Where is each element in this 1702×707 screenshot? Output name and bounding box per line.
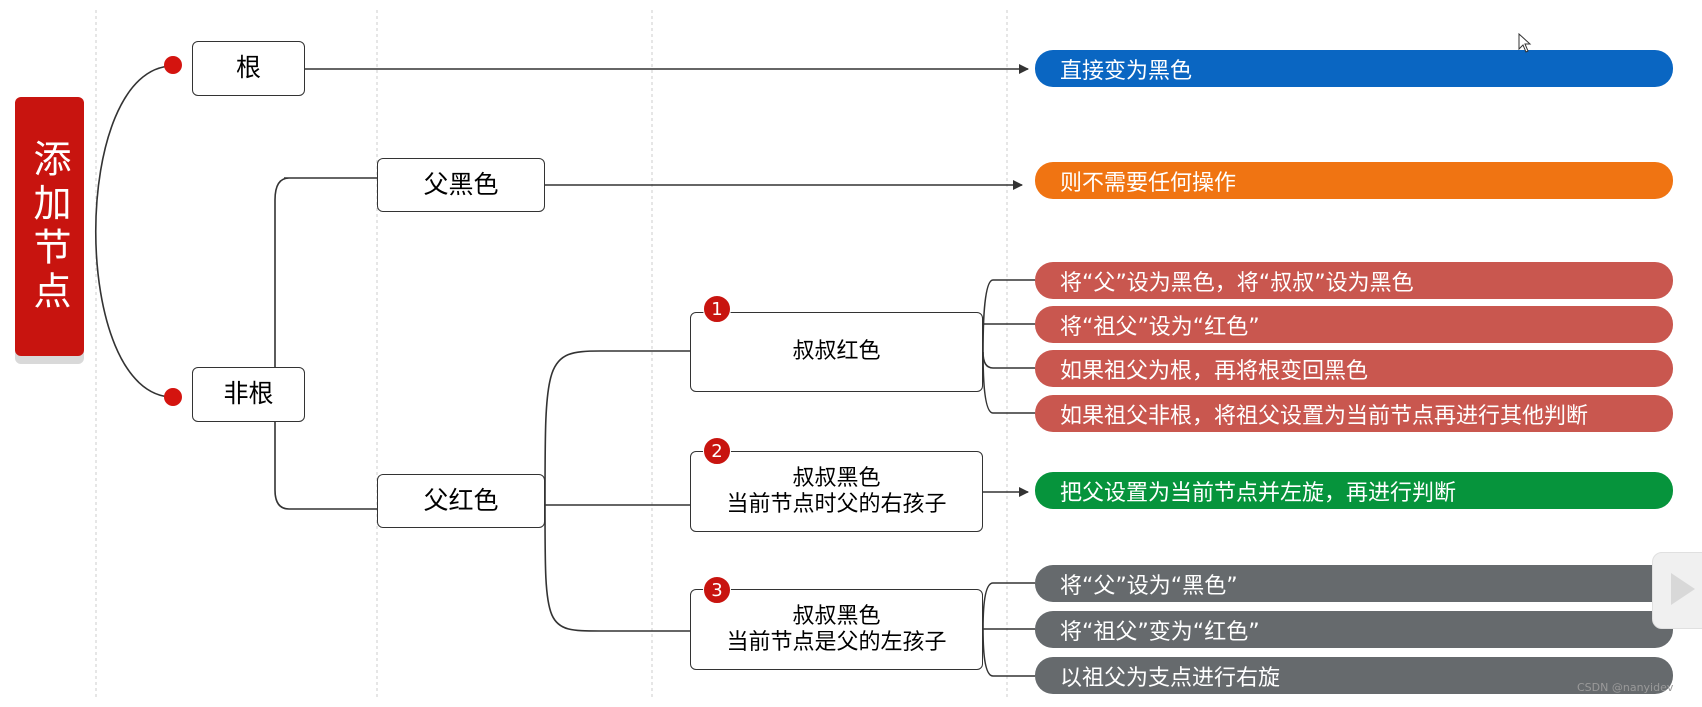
action-case1-3: 如果祖父为根，再将根变回黑色 xyxy=(1035,350,1673,387)
title-box: 添加节点 xyxy=(15,97,84,356)
action-case1-4: 如果祖父非根，将祖父设置为当前节点再进行其他判断 xyxy=(1035,395,1673,432)
node-case2-line1: 叔叔黑色 xyxy=(792,466,881,492)
node-parent-black: 父黑色 xyxy=(377,158,545,212)
action-case3-3: 以祖父为支点进行右旋 xyxy=(1035,657,1673,694)
mouse-cursor-icon xyxy=(1518,33,1532,53)
node-case1: 叔叔红色 xyxy=(690,312,983,392)
node-case2-line2: 当前节点时父的右孩子 xyxy=(726,491,947,517)
badge-case2: 2 xyxy=(703,437,731,465)
play-button[interactable] xyxy=(1652,552,1702,629)
watermark: CSDN @nanyidev xyxy=(1577,681,1674,694)
node-case3: 叔叔黑色 当前节点是父的左孩子 xyxy=(690,589,983,670)
action-case3-1: 将“父”设为“黑色” xyxy=(1035,565,1673,602)
node-root-label: 根 xyxy=(235,53,261,83)
node-parent-red-label: 父红色 xyxy=(423,485,499,515)
node-parent-black-label: 父黑色 xyxy=(423,169,499,199)
node-nonroot: 非根 xyxy=(192,367,305,422)
node-case2: 叔叔黑色 当前节点时父的右孩子 xyxy=(690,451,983,532)
action-case2: 把父设置为当前节点并左旋，再进行判断 xyxy=(1035,472,1673,509)
action-case1-2: 将“祖父”设为“红色” xyxy=(1035,306,1673,343)
action-case1-1: 将“父”设为黑色，将“叔叔”设为黑色 xyxy=(1035,262,1673,299)
action-parent-black: 则不需要任何操作 xyxy=(1035,162,1673,199)
connector-dot-root xyxy=(164,56,182,74)
diagram-title: 添加节点 xyxy=(27,138,71,315)
node-nonroot-label: 非根 xyxy=(223,379,274,409)
node-case3-line1: 叔叔黑色 xyxy=(792,604,881,630)
connector-dot-nonroot xyxy=(164,388,182,406)
action-case3-2: 将“祖父”变为“红色” xyxy=(1035,611,1673,648)
play-icon xyxy=(1671,573,1695,605)
action-root: 直接变为黑色 xyxy=(1035,50,1673,87)
node-root: 根 xyxy=(192,41,305,96)
node-case3-line2: 当前节点是父的左孩子 xyxy=(726,629,947,655)
node-case1-label: 叔叔红色 xyxy=(792,339,881,365)
badge-case3: 3 xyxy=(703,576,731,604)
badge-case1: 1 xyxy=(703,295,731,323)
node-parent-red: 父红色 xyxy=(377,474,545,528)
